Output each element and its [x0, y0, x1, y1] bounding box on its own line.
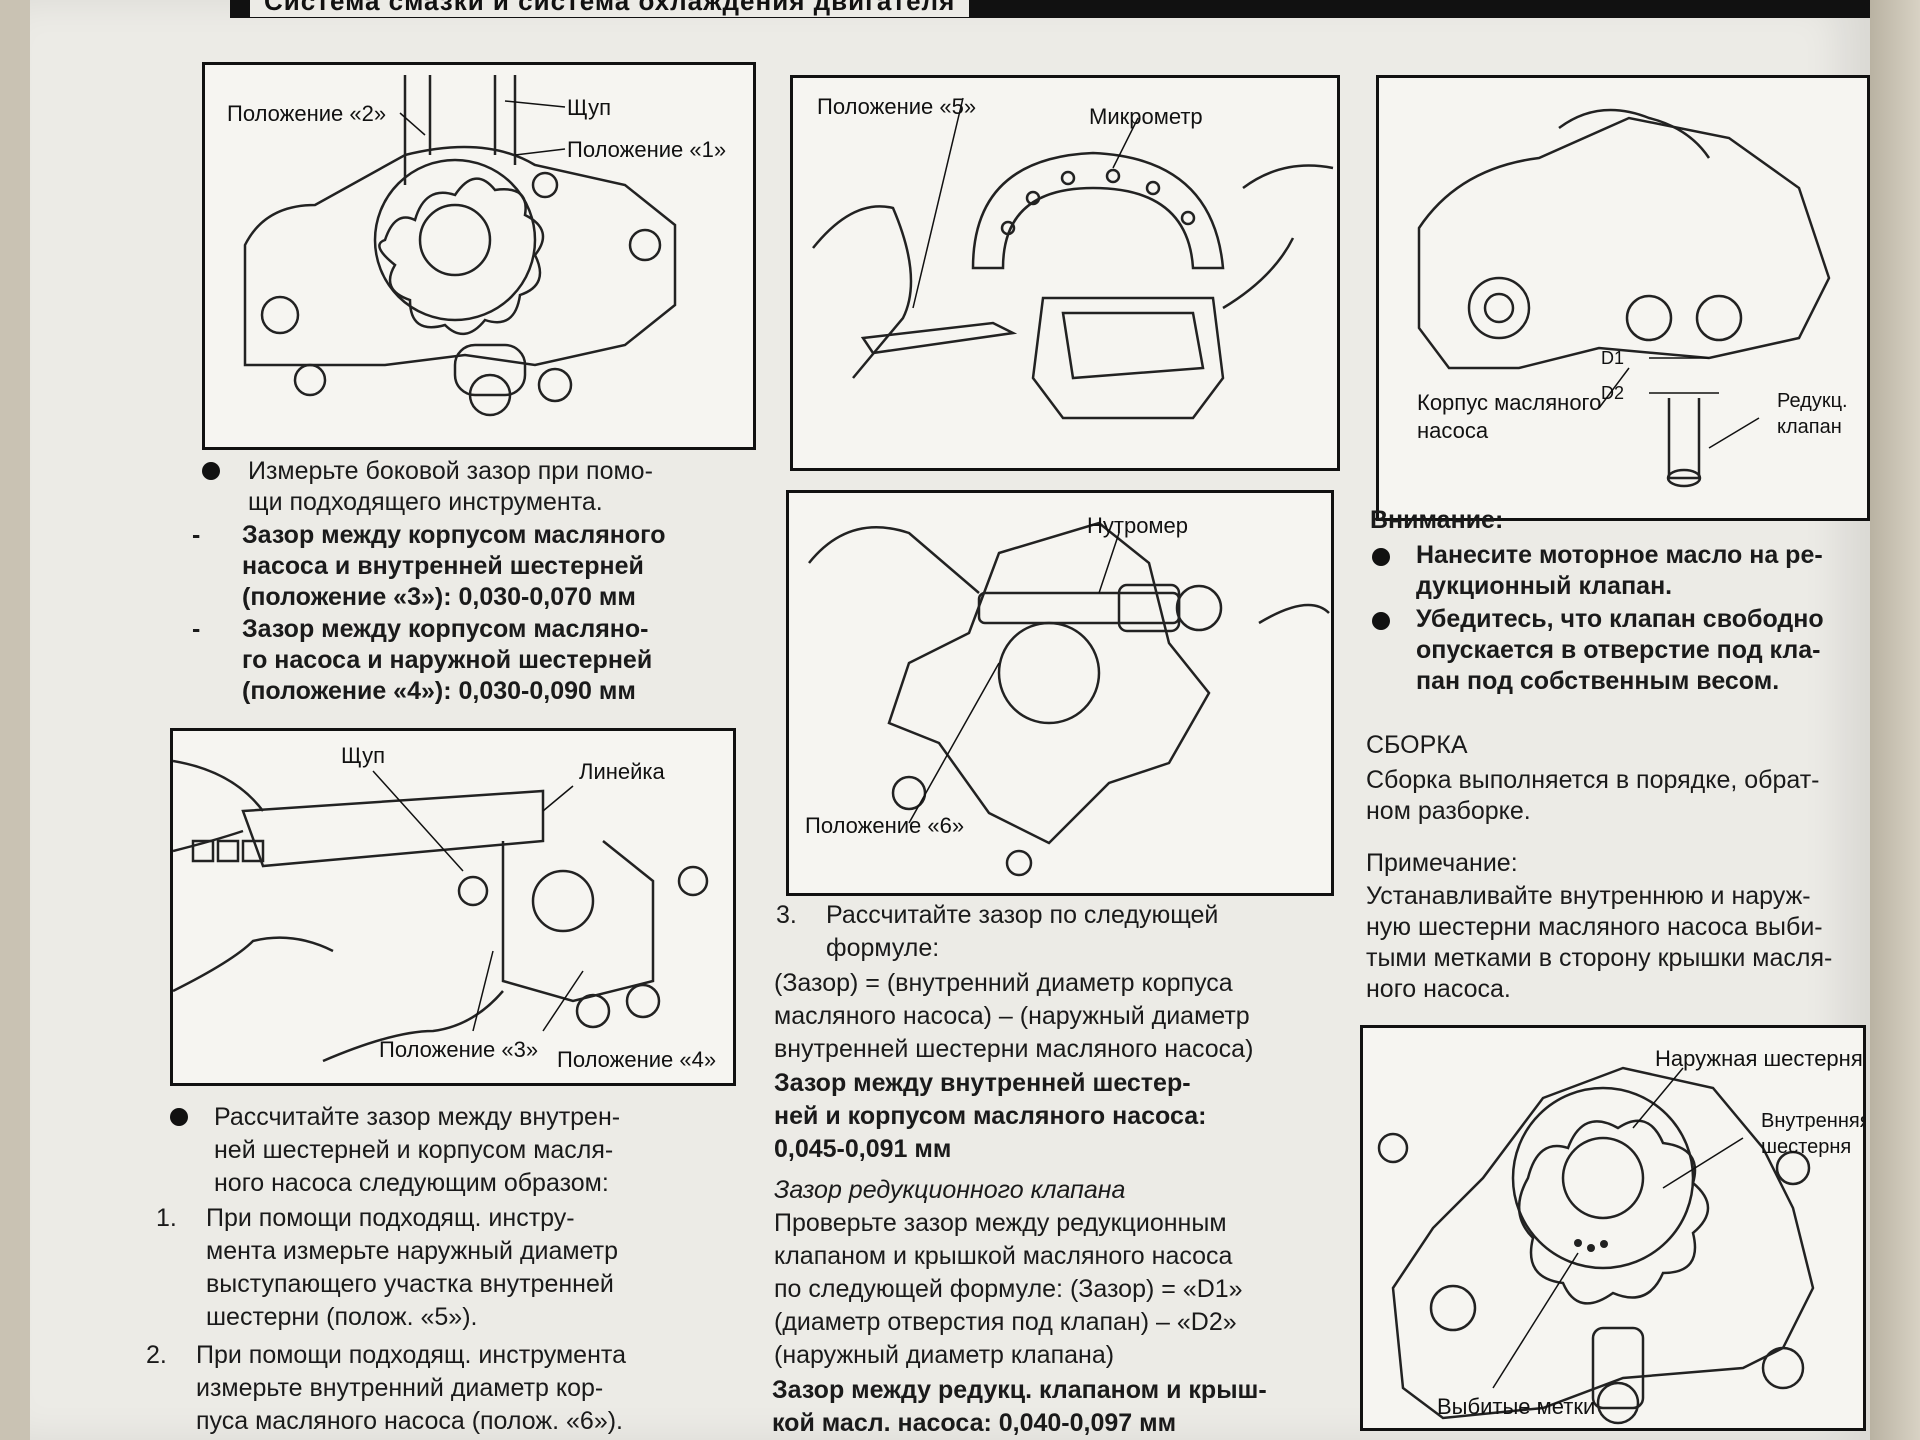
label-relief-valve-line2: клапан [1777, 416, 1842, 438]
spec1-line3: (положение «3»): 0,030-0,070 мм [242, 583, 636, 611]
gear-marks-drawing [1377, 1066, 1815, 1425]
label-position-2: Положение «2» [227, 101, 387, 126]
step1-line2: мента измерьте наружный диаметр [206, 1237, 619, 1265]
para-line4: (диаметр отверстия под клапан) – «D2» [774, 1308, 1237, 1336]
label-relief-valve-line1: Редукц. [1777, 390, 1848, 412]
note-heading: Примечание: [1366, 849, 1518, 877]
label-position-1: Положение «1» [567, 137, 727, 162]
page-header-title: Система смазки и система охлаждения двиг… [250, 0, 970, 17]
step1-line4: шестерни (полож. «5»). [206, 1303, 478, 1331]
relief-valve-drawing [1417, 108, 1831, 488]
pump-drawing-2 [173, 759, 709, 1063]
formula-line3: внутренней шестерни масляного насоса) [774, 1035, 1254, 1063]
label-position-4: Положение «4» [557, 1047, 717, 1072]
step2-line3: пуса масляного насоса (полож. «6»). [196, 1407, 624, 1435]
para-line3: по следующей формуле: (Зазор) = «D1» [774, 1275, 1243, 1303]
label-micrometer: Микрометр [1089, 104, 1203, 129]
label-inner-gear-line1: Внутренняя [1761, 1110, 1866, 1132]
spec3-line3: 0,045-0,091 мм [774, 1135, 952, 1163]
spec2-line3: (положение «4»): 0,030-0,090 мм [242, 677, 636, 705]
page-edge-shadow [1870, 0, 1920, 1440]
para-line2: клапаном и крышкой масляного насоса [774, 1242, 1233, 1270]
step1-number: 1. [156, 1204, 177, 1232]
assembly-line1: Сборка выполняется в порядке, обрат- [1366, 766, 1820, 794]
bullet2-line1: Рассчитайте зазор между внутрен- [214, 1103, 621, 1131]
spec2-line2: го насоса и наружной шестерней [242, 646, 653, 674]
label-pump-body-line2: насоса [1417, 418, 1489, 443]
para-line1: Проверьте зазор между редукционным [774, 1209, 1227, 1237]
attention1-line1: Нанесите моторное масло на ре- [1416, 541, 1823, 569]
micrometer-drawing [812, 97, 1334, 420]
manual-page: Система смазки и система охлаждения двиг… [30, 0, 1870, 1440]
label-position-3: Положение «3» [379, 1037, 539, 1062]
dash: - [192, 615, 201, 643]
formula-line1: (Зазор) = (внутренний диаметр корпуса [774, 969, 1233, 997]
bullet [202, 462, 220, 480]
label-d1: D1 [1601, 348, 1625, 368]
bullet1-line1: Измерьте боковой зазор при помо- [248, 457, 653, 485]
bullet2-line2: ней шестерней и корпусом масля- [214, 1136, 614, 1164]
note-line3: тыми метками в сторону крышки масля- [1366, 944, 1833, 972]
attention1-line2: дукционный клапан. [1416, 572, 1673, 600]
step1-line1: При помощи подходящ. инстру- [206, 1204, 575, 1232]
dash: - [192, 521, 201, 549]
label-feeler-gauge: Щуп [341, 743, 386, 768]
label-position-6: Положение «6» [805, 813, 965, 838]
label-feeler-gauge: Щуп [567, 95, 612, 120]
spec3-line1: Зазор между внутренней шестер- [774, 1069, 1191, 1097]
label-ruler: Линейка [579, 759, 665, 784]
label-position-5: Положение «5» [817, 94, 977, 119]
step3-line2: формуле: [826, 934, 940, 962]
attention2-line2: опускается в отверстие под кла- [1416, 636, 1821, 664]
step3-line1: Рассчитайте зазор по следующей [826, 901, 1219, 929]
note-line4: ного насоса. [1366, 975, 1511, 1003]
label-bore-gauge: Нутромер [1087, 513, 1189, 538]
subhead-relief-valve: Зазор редукционного клапана [774, 1176, 1126, 1204]
formula-line2: масляного насоса) – (наружный диаметр [774, 1002, 1250, 1030]
attention2-line1: Убедитесь, что клапан свободно [1416, 605, 1824, 633]
spec2-line1: Зазор между корпусом масляно- [242, 615, 649, 643]
attention-heading: Внимание: [1370, 506, 1504, 534]
note-line2: ную шестерни масляного насоса выби- [1366, 913, 1823, 941]
spec4-line2: кой масл. насоса: 0,040-0,097 мм [772, 1409, 1177, 1437]
bullet [170, 1108, 188, 1126]
figure-relief-valve: D1 D2 Корпус масляного насоса Редукц. кл… [1376, 75, 1870, 521]
figure-bore-gauge: Нутромер Положение «6» [786, 490, 1334, 896]
step2-line1: При помощи подходящ. инструмента [196, 1341, 626, 1369]
figure-side-clearance: Положение «2» Щуп Положение «1» [202, 62, 756, 450]
pump-drawing-1 [243, 75, 677, 417]
label-punch-marks: Выбитые метки [1437, 1394, 1596, 1419]
step3-number: 3. [776, 901, 797, 929]
spec4-line1: Зазор между редукц. клапаном и крыш- [772, 1376, 1267, 1404]
spec1-line2: насоса и внутренней шестерней [242, 552, 644, 580]
label-d2: D2 [1601, 383, 1625, 403]
step1-line3: выступающего участка внутренней [206, 1270, 614, 1298]
spec3-line2: ней и корпусом масляного насоса: [774, 1102, 1207, 1130]
label-pump-body-line1: Корпус масляного [1417, 390, 1602, 415]
attention2-line3: пан под собственным весом. [1416, 667, 1780, 695]
label-inner-gear-line2: шестерня [1761, 1136, 1852, 1158]
para-line5: (наружный диаметр клапана) [774, 1341, 1115, 1369]
spec1-line1: Зазор между корпусом масляного [242, 521, 666, 549]
bullet [1372, 612, 1390, 630]
bore-gauge-drawing [808, 521, 1330, 877]
bullet [1372, 548, 1390, 566]
bullet1-line2: щи подходящего инструмента. [248, 488, 603, 516]
bullet2-line3: ного насоса следующим образом: [214, 1169, 609, 1197]
step2-line2: измерьте внутренний диаметр кор- [196, 1374, 604, 1402]
label-outer-gear: Наружная шестерня [1655, 1046, 1863, 1071]
figure-gear-marks: Наружная шестерня Внутренняя шестерня Вы… [1360, 1025, 1866, 1431]
assembly-heading: СБОРКА [1366, 731, 1468, 759]
figure-ruler-feeler: Щуп Линейка Положение «3» Положение «4» [170, 728, 736, 1086]
step2-number: 2. [146, 1341, 167, 1369]
figure-micrometer: Положение «5» Микрометр [790, 75, 1340, 471]
assembly-line2: ном разборке. [1366, 797, 1531, 825]
note-line1: Устанавливайте внутреннюю и наруж- [1366, 882, 1811, 910]
